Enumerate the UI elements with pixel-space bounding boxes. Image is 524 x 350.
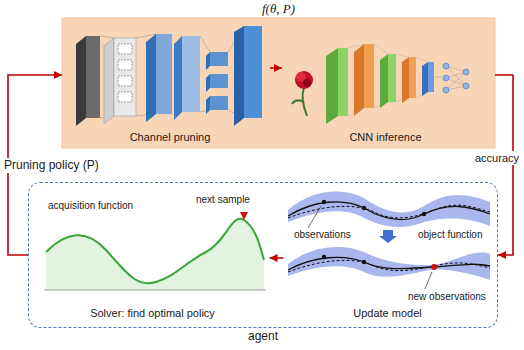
fc-layers [434, 63, 469, 93]
plot-annotation: observations [294, 229, 351, 241]
plot-annotation: new observations [408, 291, 486, 303]
pruning-stage-band: f(θ, P) Channel pruning [62, 18, 495, 148]
gp-model-plots [284, 188, 492, 304]
rose-image [292, 71, 313, 116]
channel-pruning-panel: Channel pruning [70, 22, 270, 146]
plot-annotation: object function [418, 229, 483, 241]
posterior-plot [288, 247, 490, 280]
prior-plot [288, 191, 490, 226]
plot-annotation: acquisition function [48, 200, 133, 212]
conv-layers [326, 44, 434, 124]
pruning-illustration [70, 22, 270, 134]
panel-caption: Update model [353, 306, 422, 320]
flow-arrow [270, 67, 282, 69]
blue-tensors [146, 26, 262, 126]
agent-caption: agent [248, 329, 278, 344]
cnn-inference-panel: CNN inference [282, 22, 489, 146]
next-sample-marker [240, 212, 248, 220]
plot-annotation: next sample [196, 194, 250, 206]
edge-label: Pruning policy (P) [3, 158, 100, 173]
acquisition-curve [44, 218, 266, 289]
panel-caption: CNN inference [349, 130, 421, 144]
input-tensor [76, 36, 100, 126]
cnn-illustration [282, 22, 489, 134]
panel-grounds [62, 18, 495, 148]
edge-label: accuracy [474, 151, 520, 165]
pruned-tensor [104, 38, 136, 124]
stage-formula: f(θ, P) [262, 1, 295, 17]
leader-lines [308, 206, 432, 289]
link-lines [100, 26, 244, 118]
panel-caption: Solver: find optimal policy [90, 306, 215, 320]
flow-arrow [270, 257, 284, 259]
update-arrow [379, 230, 397, 243]
band-ground [62, 18, 495, 148]
panel-caption: Channel pruning [130, 130, 211, 144]
layer-links [348, 44, 428, 116]
